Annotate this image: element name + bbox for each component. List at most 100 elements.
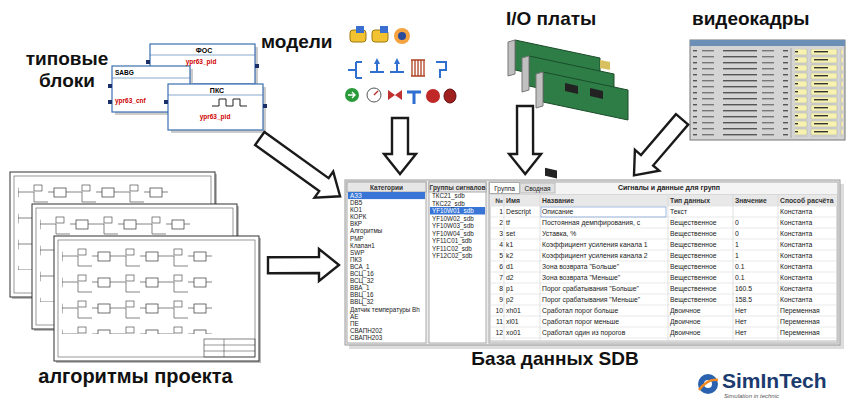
list-item: DB5 <box>350 199 425 206</box>
table-cell: 6 <box>490 262 503 272</box>
model-icons-part <box>426 89 440 103</box>
label-holder: Нет <box>735 317 777 327</box>
list-item: РМР <box>350 235 425 242</box>
node-title: Группы сигналов <box>429 183 486 192</box>
algorithm-sheets-part-part <box>204 339 255 357</box>
label-holder: Константа <box>780 218 837 228</box>
list-item: ВСЦ_16 <box>350 270 425 277</box>
label-holder: 12 <box>490 328 503 338</box>
video-frame-part <box>690 40 845 46</box>
block-images-part <box>212 99 247 106</box>
table-cell: 0 <box>735 229 777 239</box>
table-cell: Константа <box>780 251 837 261</box>
model-icons-part <box>370 63 384 72</box>
list-item: ПКЗ <box>350 256 425 263</box>
database-window-part <box>348 192 425 199</box>
table-cell: 5 <box>490 251 503 261</box>
label-holder: Уставка, % <box>542 229 666 239</box>
block-arrow <box>268 249 339 281</box>
table-cell: Зона возврата "Меньше" <box>542 273 666 283</box>
label-holder: xo01 <box>506 328 539 338</box>
list-item: ВСА_1 <box>350 263 425 270</box>
table-cell: 4 <box>490 240 503 250</box>
list-item: СВАПН203 <box>350 334 425 341</box>
block-label: ПКС <box>199 86 235 95</box>
node-title: алгоритмы проекта <box>13 365 258 387</box>
label-holder: 158.5 <box>735 295 777 305</box>
list-item: YF10W02_sdb <box>432 215 485 223</box>
label-holder: 1 <box>735 251 777 261</box>
model-icons-part <box>356 26 364 33</box>
list-item: ТКС22_sdb <box>432 200 485 208</box>
list-item: АЕ <box>350 313 425 320</box>
label-holder: 0.1 <box>735 262 777 272</box>
model-icons-part <box>411 60 425 76</box>
io-boards <box>508 40 628 178</box>
label-holder: Порог срабатывания "Больше" <box>542 284 666 294</box>
table-cell: 1 <box>490 207 503 217</box>
table-header: Имя <box>506 196 539 206</box>
label-holder: 0 <box>735 218 777 228</box>
table-cell: d1 <box>506 262 539 272</box>
label-holder: Двоичное <box>670 317 732 327</box>
table-header: Название <box>542 196 666 206</box>
table-cell: Константа <box>780 229 837 239</box>
label-holder: 3 <box>490 229 503 239</box>
video-frame-part <box>690 40 845 140</box>
label-holder: Группа <box>490 184 519 193</box>
table-cell: 1 <box>735 240 777 250</box>
block-images-part <box>150 55 255 56</box>
table-cell: 0.1 <box>735 262 777 272</box>
label-holder: Сработал порог больше <box>542 306 666 316</box>
table-cell: Сработал один из порогов <box>542 328 666 338</box>
label-holder: 1 <box>490 207 503 217</box>
logo-mark <box>698 374 718 394</box>
label-holder: xl01 <box>506 317 539 327</box>
database-window-part <box>430 207 485 215</box>
label-holder: Вещественное <box>670 229 732 239</box>
block-label: ФОС <box>186 46 222 55</box>
block-images-part <box>263 104 267 108</box>
model-icons-part <box>374 91 378 95</box>
model-library: модели <box>258 22 460 112</box>
table-cell: Переменная <box>780 306 837 316</box>
label-holder: Нет <box>735 328 777 338</box>
logo-tagline: Simulation in technic <box>724 392 834 400</box>
label-holder: ypr63_cnf <box>115 96 161 105</box>
table-cell: 3 <box>490 229 503 239</box>
table-cell: Константа <box>780 262 837 272</box>
label-holder: tf <box>506 218 539 228</box>
label-holder: Двоичное <box>670 306 732 316</box>
model-icons-part <box>444 89 456 103</box>
model-icons-part <box>388 90 402 100</box>
list-item: Алгоритмы <box>350 227 425 234</box>
label-holder: Тип данных <box>670 196 732 206</box>
table-cell: Вещественное <box>670 284 732 294</box>
list-item: YF10W01_sdb <box>432 207 485 215</box>
model-icons-part <box>348 92 355 98</box>
table-cell: xo01 <box>506 328 539 338</box>
table-cell: k2 <box>506 251 539 261</box>
database-window-part <box>489 182 838 343</box>
algorithms-group: алгоритмы проекта <box>5 165 262 398</box>
table-cell: 10 <box>490 306 503 316</box>
list-item: YF10W03_sdb <box>432 222 485 230</box>
table-header: № <box>490 196 503 206</box>
label-holder: № <box>490 196 503 206</box>
label-holder: Константа <box>780 284 837 294</box>
list-item: ВСЦ_32 <box>350 277 425 284</box>
table-cell: 0.1 <box>735 273 777 283</box>
label-holder: k2 <box>506 251 539 261</box>
label-holder: Константа <box>780 207 837 217</box>
database-window-part <box>345 180 840 345</box>
logo-text: SimInTech <box>722 369 847 392</box>
block-images <box>108 44 267 133</box>
label-holder: Сработал порог меньше <box>542 317 666 327</box>
table-cell: 7 <box>490 273 503 283</box>
list-item: YF11C01_sdb <box>432 237 485 245</box>
model-icons-part <box>380 26 388 33</box>
table-cell: Константа <box>780 273 837 283</box>
model-icons-part <box>367 88 381 102</box>
table-cell: Нет <box>735 306 777 316</box>
label-holder: ypr63_pid <box>176 57 226 66</box>
